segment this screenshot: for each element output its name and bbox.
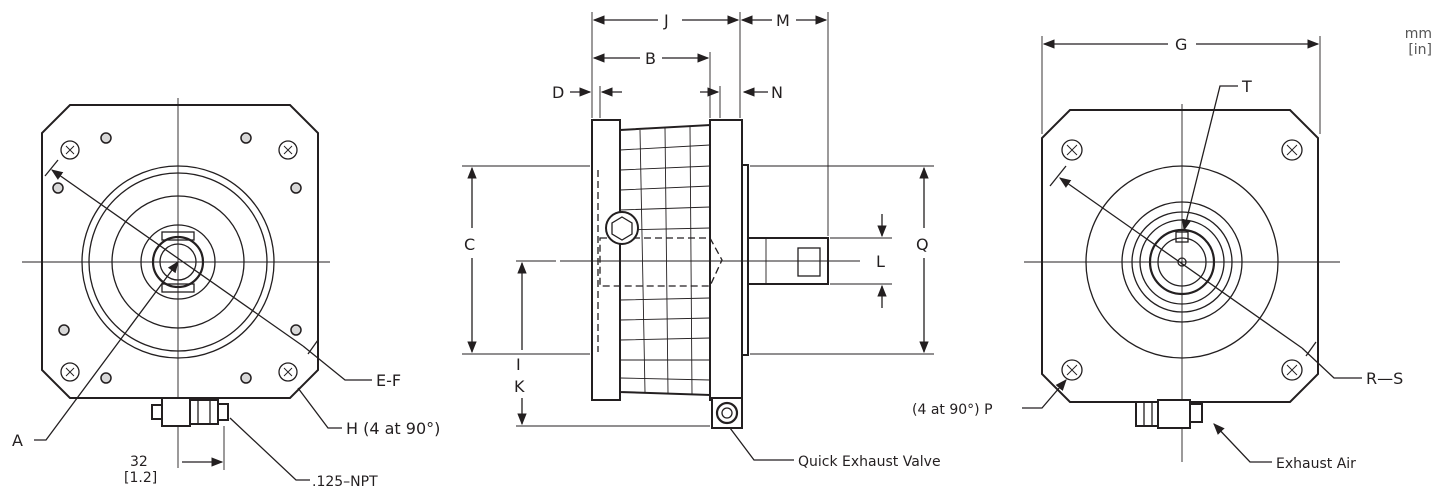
label-m: M: [776, 11, 790, 30]
mid-shaft-key: [797, 247, 821, 277]
dim-ef-tick1: [44, 159, 59, 177]
label-l: L: [876, 252, 885, 271]
t-leader: [1182, 85, 1238, 232]
label-npt: .125–NPT: [312, 474, 378, 490]
label-t: T: [1241, 77, 1252, 96]
left-port-fitting: [151, 397, 229, 427]
dim-rs-line: [1059, 177, 1303, 349]
left-bolt-holes: [52, 132, 302, 384]
right-center-hole: [1177, 257, 1187, 267]
right-port-fitting: [1135, 399, 1203, 429]
label-rs: R—S: [1366, 369, 1403, 388]
left-corner-holes: [60, 140, 298, 382]
right-flange: [1041, 109, 1319, 403]
label-k: K: [514, 377, 525, 396]
right-body-circle: [1085, 165, 1279, 359]
exhaust-air-leader: [1213, 423, 1272, 463]
label-b: B: [645, 49, 656, 68]
label-exhaust-air: Exhaust Air: [1276, 456, 1356, 472]
a-leader: [34, 261, 179, 441]
mid-fins: [619, 125, 711, 395]
label-quick-exhaust: Quick Exhaust Valve: [798, 454, 941, 470]
left-body-circle-inner: [88, 172, 268, 352]
mid-right-flange: [709, 119, 743, 401]
label-g: G: [1175, 35, 1187, 54]
left-key-bottom: [161, 283, 195, 293]
left-flange: [41, 104, 319, 399]
label-h: H (4 at 90°): [346, 419, 440, 438]
dim-rs-tick1: [1049, 165, 1067, 187]
left-shaft-circle: [159, 243, 197, 281]
mid-cap-screw-outer: [605, 211, 639, 245]
rs-leader: [1301, 347, 1362, 379]
right-keyway: [1175, 231, 1189, 243]
label-i: I: [516, 355, 521, 374]
units-mm: mm: [1405, 26, 1432, 42]
h-leader: [297, 387, 342, 429]
mid-cap-screw-hex: [611, 216, 633, 241]
right-ring-3: [1139, 219, 1225, 305]
mid-left-flange: [591, 119, 621, 401]
left-key-top: [161, 231, 195, 241]
left-bore-circle: [151, 235, 205, 289]
units-in: [in]: [1408, 42, 1432, 58]
right-corner-holes: [1061, 139, 1303, 381]
left-pilot-circle: [111, 195, 245, 329]
label-a: A: [12, 431, 23, 450]
label-j: J: [663, 11, 669, 30]
label-q: Q: [916, 235, 929, 254]
dim-32-in: [1.2]: [124, 470, 157, 486]
p-leader: [1022, 379, 1067, 409]
quick-exhaust-leader: [729, 427, 794, 461]
ef-leader: [302, 345, 372, 381]
right-shaft: [1157, 237, 1207, 287]
label-ef: E-F: [376, 371, 401, 390]
right-bore: [1148, 228, 1216, 296]
mid-piston-hidden: [599, 237, 723, 287]
left-view: E-F A H (4 at 90°) 32 [1.2] .125–NPT: [12, 98, 440, 490]
npt-leader: [229, 417, 310, 481]
right-view: R—S G T (4 at 90°) P Exhaust Air: [912, 35, 1403, 472]
right-ring-1: [1121, 201, 1243, 323]
label-d: D: [552, 83, 564, 102]
dim-32-mm: 32: [130, 454, 148, 470]
mid-exhaust-port: [715, 401, 739, 425]
left-body-circle-outer: [81, 165, 275, 359]
label-c: C: [464, 235, 475, 254]
label-n: N: [771, 83, 783, 102]
dim-ef-line: [51, 169, 304, 347]
right-ring-2: [1131, 211, 1233, 313]
left-hub-circle: [140, 224, 216, 300]
label-p: (4 at 90°) P: [912, 402, 993, 418]
middle-view: Quick Exhaust Valve J M B D N C: [462, 11, 941, 470]
